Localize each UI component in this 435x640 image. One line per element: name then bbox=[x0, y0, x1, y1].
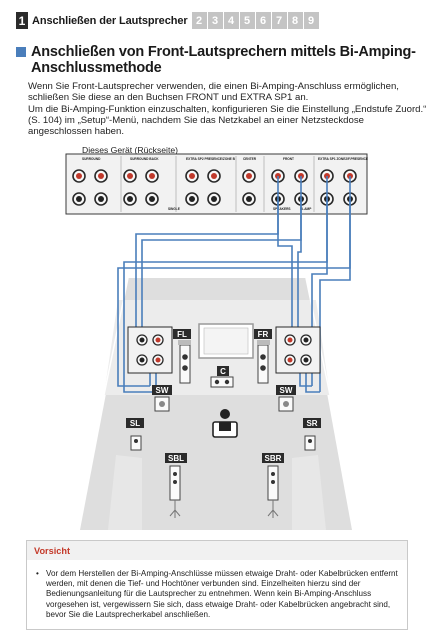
panel-sublabel-speakers: SPEAKERS bbox=[273, 207, 291, 211]
current-step: 1 Anschließen der Lautsprecher bbox=[16, 12, 192, 29]
intro-paragraph-1: Wenn Sie Front-Lautsprecher verwenden, d… bbox=[28, 81, 399, 104]
receiver-rear-panel: SURROUND SURROUND BACK EXTRA SP2 PRESENC… bbox=[65, 153, 368, 215]
section-heading: Anschließen von Front-Lautsprechern mitt… bbox=[16, 44, 426, 76]
step-link-3[interactable]: 3 bbox=[207, 12, 223, 29]
subwoofer-left-icon bbox=[154, 396, 170, 412]
bullet-icon: • bbox=[36, 569, 39, 578]
page-title: Anschließen von Front-Lautsprechern mitt… bbox=[31, 44, 416, 76]
fl-terminal-block bbox=[127, 326, 173, 374]
caution-list: • Vor dem Herstellen der Bi-Amping-Ansch… bbox=[27, 560, 407, 620]
listener-icon bbox=[212, 409, 238, 438]
current-step-number: 1 bbox=[16, 12, 28, 29]
surround-right-speaker-icon bbox=[304, 435, 316, 451]
panel-sublabel-biamp: BI-AMP bbox=[300, 207, 312, 211]
step-link-7[interactable]: 7 bbox=[271, 12, 287, 29]
heading-marker-icon bbox=[16, 47, 26, 57]
step-link-4[interactable]: 4 bbox=[223, 12, 239, 29]
tv-icon bbox=[198, 323, 254, 359]
speaker-labels: FL FR C SW SW SL SR SBL SBR bbox=[126, 329, 321, 463]
label-fr: FR bbox=[258, 330, 269, 339]
surround-back-right-speaker-icon bbox=[267, 465, 279, 518]
room-floor bbox=[80, 278, 352, 530]
label-fl: FL bbox=[177, 330, 187, 339]
panel-label-extra-sp2: EXTRA SP2 PRESENCE/ZONE B bbox=[186, 157, 236, 161]
surround-left-speaker-icon bbox=[130, 435, 142, 451]
label-sbl: SBL bbox=[168, 454, 184, 463]
subwoofer-right-icon bbox=[278, 396, 294, 412]
step-link-8[interactable]: 8 bbox=[287, 12, 303, 29]
panel-sublabel-single: SINGLE bbox=[168, 207, 180, 211]
step-link-5[interactable]: 5 bbox=[239, 12, 255, 29]
panel-label-front: FRONT bbox=[283, 157, 294, 161]
label-sr: SR bbox=[306, 419, 317, 428]
surround-back-left-speaker-icon bbox=[169, 465, 181, 518]
front-left-speaker-icon bbox=[178, 340, 191, 384]
panel-label-extra-sp1: EXTRA SP1 ZONE2/F.PRESENCE bbox=[318, 157, 368, 161]
bi-amp-cables bbox=[117, 176, 351, 393]
panel-label-center: CENTER bbox=[243, 157, 257, 161]
current-step-title: Anschließen der Lautsprecher bbox=[32, 14, 188, 27]
label-sw-right: SW bbox=[280, 386, 293, 395]
step-navigation: 1 Anschließen der Lautsprecher 2 3 4 5 6… bbox=[16, 12, 319, 29]
front-right-speaker-icon bbox=[257, 340, 270, 384]
step-link-2[interactable]: 2 bbox=[191, 12, 207, 29]
panel-label-surround-back: SURROUND BACK bbox=[130, 157, 159, 161]
step-link-9[interactable]: 9 bbox=[303, 12, 319, 29]
device-caption: Dieses Gerät (Rückseite) bbox=[82, 145, 178, 155]
intro-paragraph-2: Um die Bi-Amping-Funktion einzuschalten,… bbox=[28, 103, 427, 138]
label-sl: SL bbox=[130, 419, 140, 428]
speaker-terminals bbox=[72, 169, 357, 206]
label-c: C bbox=[220, 367, 226, 376]
caution-item: • Vor dem Herstellen der Bi-Amping-Ansch… bbox=[36, 569, 399, 620]
caution-title: Vorsicht bbox=[27, 541, 407, 560]
fr-terminal-block bbox=[275, 326, 321, 374]
caution-text: Vor dem Herstellen der Bi-Amping-Anschlü… bbox=[46, 569, 398, 619]
panel-label-surround: SURROUND bbox=[82, 157, 101, 161]
step-link-6[interactable]: 6 bbox=[255, 12, 271, 29]
center-speaker-icon bbox=[210, 376, 234, 388]
step-list: 2 3 4 5 6 7 8 9 bbox=[191, 12, 319, 29]
intro-text: Wenn Sie Front-Lautsprecher verwenden, d… bbox=[28, 81, 428, 137]
label-sbr: SBR bbox=[265, 454, 282, 463]
label-sw-left: SW bbox=[156, 386, 169, 395]
caution-box: Vorsicht • Vor dem Herstellen der Bi-Amp… bbox=[26, 540, 408, 630]
